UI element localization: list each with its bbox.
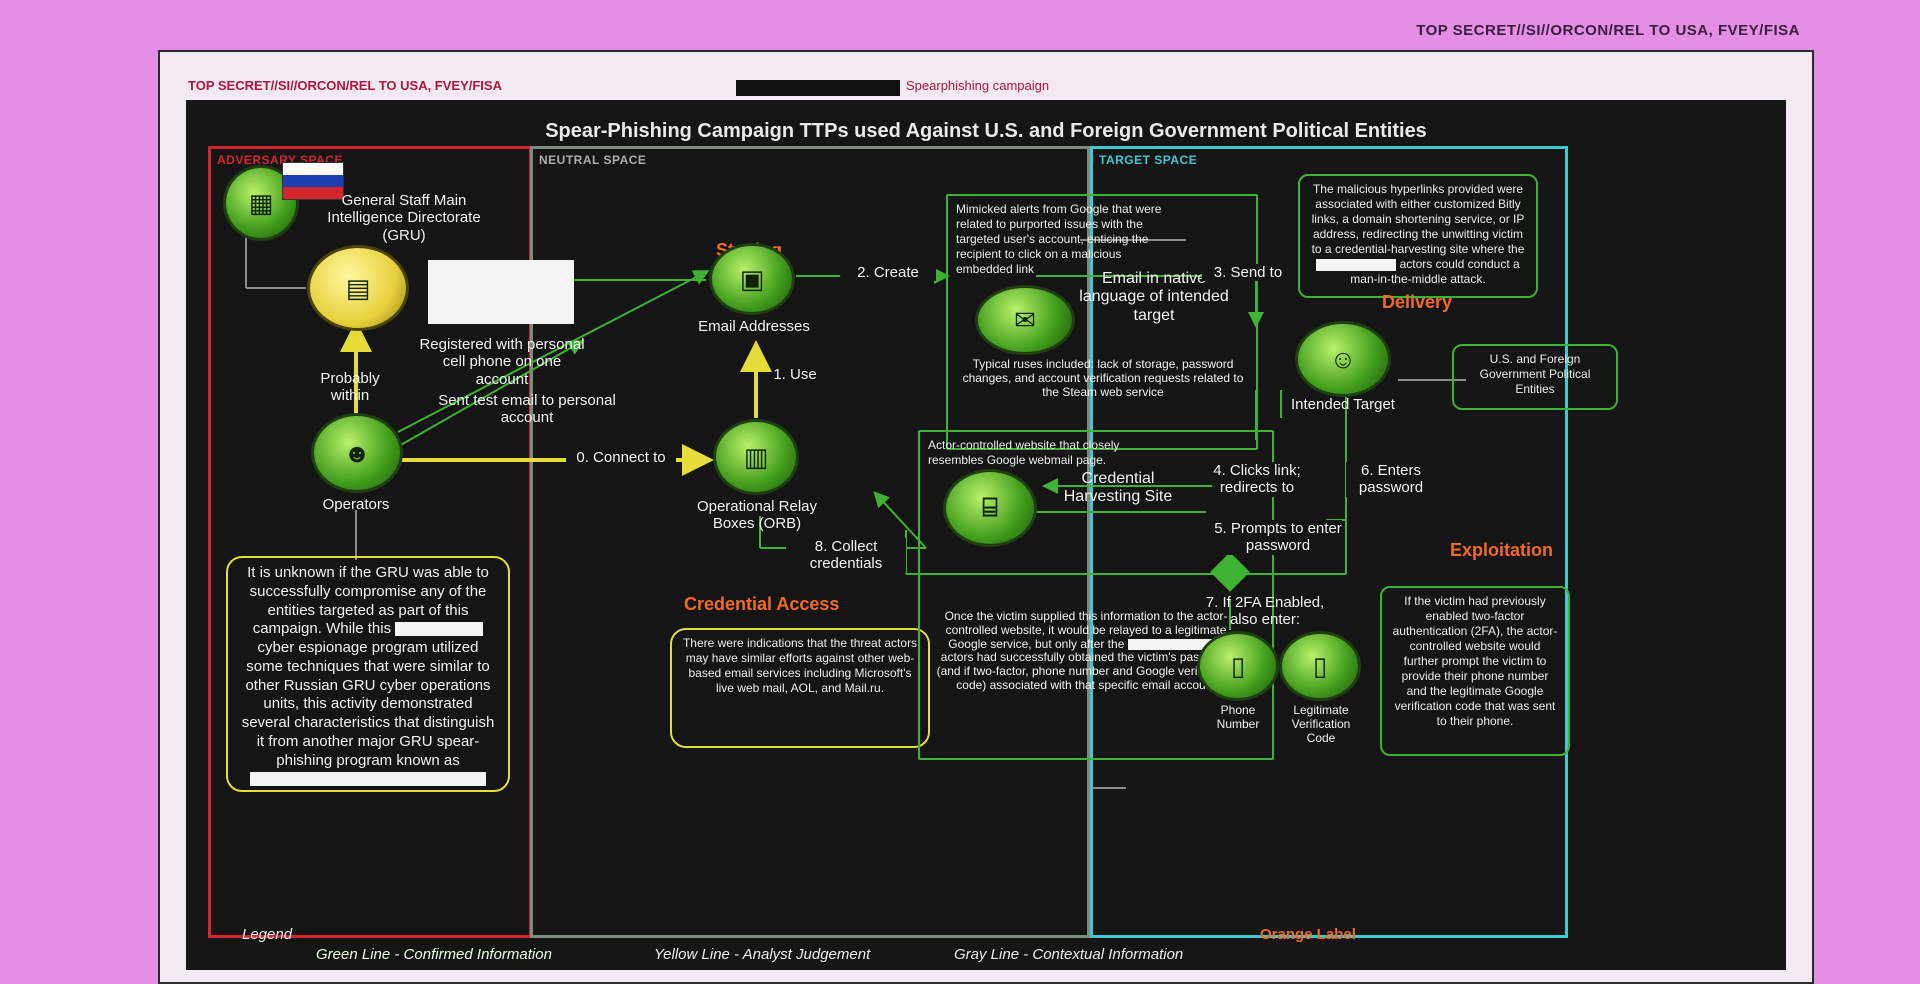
create-label: 2. Create: [840, 264, 936, 282]
document-page: TOP SECRET//SI//ORCON/REL TO USA, FVEY/F…: [158, 50, 1814, 984]
redaction-inline: [1316, 259, 1397, 271]
credential-site-label: Credential Harvesting Site: [1063, 470, 1173, 506]
hyperlinks-text-b: actors could conduct a man-in-the-middle…: [1350, 257, 1520, 286]
ttp-diagram: Spear-Phishing Campaign TTPs used Agains…: [186, 100, 1786, 970]
legend-yellow: Yellow Line - Analyst Judgement: [654, 946, 871, 963]
use-label: 1. Use: [773, 366, 817, 383]
sent-test-label: Sent test email to personal account: [438, 392, 616, 427]
hyperlinks-text-a: The malicious hyperlinks provided were a…: [1311, 182, 1525, 256]
user-icon: ☺: [1298, 324, 1388, 394]
victim-supplied-text: Once the victim supplied this informatio…: [932, 609, 1240, 693]
ruses-label: Typical ruses included: lack of storage,…: [962, 357, 1244, 399]
registered-label: Registered with personal cell phone on o…: [419, 336, 585, 388]
actor-site-box: Actor-controlled website that closely re…: [918, 430, 1274, 760]
redaction-inline: [250, 772, 486, 787]
target-zone: TARGET SPACE: [1090, 146, 1568, 938]
target-zone-label: TARGET SPACE: [1099, 153, 1198, 167]
redaction-bar: [736, 80, 900, 96]
phone-icon: ▯: [1200, 634, 1276, 698]
legend-gray: Gray Line - Contextual Information: [954, 946, 1184, 963]
enters-password-label: 6. Enters password: [1346, 462, 1436, 497]
legend-green: Green Line - Confirmed Information: [316, 946, 552, 963]
gru-label: General Staff Main Intelligence Director…: [327, 192, 481, 244]
verification-code-icon: ▯: [1282, 634, 1358, 698]
phase-exploitation: Exploitation: [1450, 540, 1553, 560]
russian-flag-icon: [282, 162, 344, 200]
collect-label: 8. Collect credentials: [786, 538, 906, 573]
orb-label: Operational Relay Boxes (ORB): [696, 498, 818, 533]
legend-title: Legend: [242, 926, 293, 943]
hyperlinks-box: The malicious hyperlinks provided were a…: [1298, 174, 1538, 298]
send-to-label: 3. Send to: [1202, 264, 1294, 282]
two-fa-box: If the victim had previously enabled two…: [1380, 586, 1570, 756]
actor-site-text: Actor-controlled website that closely re…: [928, 438, 1120, 467]
mimicked-alerts-box: Mimicked alerts from Google that were re…: [946, 194, 1258, 450]
page-subject: Spearphishing campaign: [906, 78, 1050, 93]
probably-within-label: Probably within: [320, 370, 380, 405]
neutral-zone: NEUTRAL SPACE: [530, 146, 1090, 938]
victim-supplied-a: Once the victim supplied this informatio…: [944, 609, 1228, 651]
intended-target-label: Intended Target: [1291, 396, 1395, 413]
clicks-link-label: 4. Clicks link; redirects to: [1212, 462, 1302, 497]
classification-banner: TOP SECRET//SI//ORCON/REL TO USA, FVEY/F…: [1416, 22, 1800, 39]
prompts-label: 5. Prompts to enter password: [1214, 520, 1342, 555]
redaction-inline: [1127, 638, 1224, 651]
neutral-zone-label: NEUTRAL SPACE: [539, 153, 647, 167]
unknown-note: It is unknown if the GRU was able to suc…: [226, 556, 510, 792]
redaction-inline: [395, 622, 484, 637]
unknown-note-text-b: cyber espionage program utilized some te…: [241, 639, 495, 769]
redaction-box: [428, 260, 574, 324]
legend-orange-title: Orange Label: [1260, 926, 1356, 943]
server-icon: ▤: [310, 248, 406, 328]
indications-note: There were indications that the threat a…: [670, 628, 930, 748]
us-foreign-box: U.S. and Foreign Government Political En…: [1452, 344, 1618, 410]
unknown-note-text-a: It is unknown if the GRU was able to suc…: [247, 564, 489, 638]
email-addresses-label: Email Addresses: [698, 318, 810, 335]
hacker-icon: ☻: [314, 416, 400, 490]
phone-number-label: Phone Number: [1216, 703, 1260, 731]
decision-diamond-icon: [1210, 552, 1250, 592]
if-2fa-label: 7. If 2FA Enabled, also enter:: [1205, 594, 1325, 629]
envelope-icon: ✉: [978, 288, 1072, 352]
diagram-title: Spear-Phishing Campaign TTPs used Agains…: [545, 120, 1427, 142]
mimicked-alerts-text: Mimicked alerts from Google that were re…: [956, 202, 1162, 276]
phase-credential-access: Credential Access: [684, 594, 840, 614]
relay-box-icon: ▥: [716, 422, 796, 492]
connect-to-label: 0. Connect to: [566, 449, 676, 467]
computer-icon: ▣: [712, 246, 792, 312]
email-native-label: Email in native language of intended tar…: [1079, 270, 1229, 324]
verification-code-label: Legitimate Verification Code: [1291, 703, 1351, 745]
browser-icon: ⌸: [946, 472, 1034, 544]
page-classification: TOP SECRET//SI//ORCON/REL TO USA, FVEY/F…: [188, 78, 502, 93]
victim-supplied-b: actors had successfully obtained the vic…: [936, 650, 1236, 692]
operators-label: Operators: [322, 496, 390, 513]
phase-delivery: Delivery: [1382, 292, 1453, 312]
